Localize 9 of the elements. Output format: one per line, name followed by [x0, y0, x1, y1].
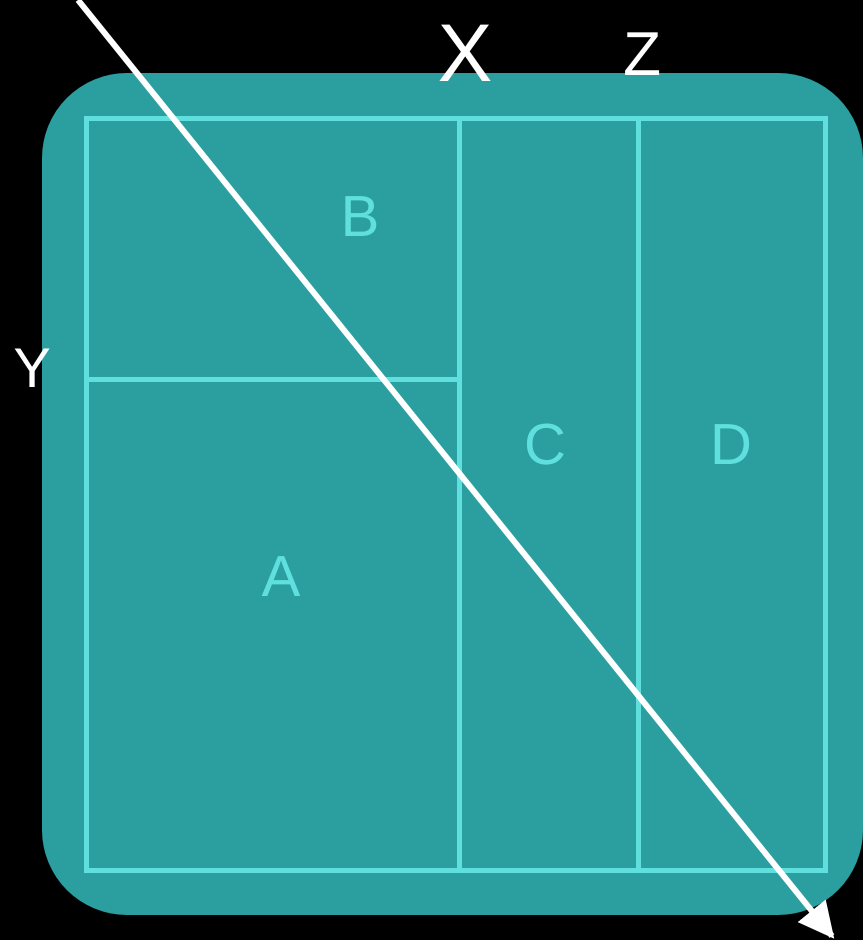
grid-cell: [84, 382, 462, 873]
axis-label: Z: [623, 24, 661, 86]
cell-label: A: [262, 548, 300, 606]
cell-label: B: [340, 188, 380, 246]
cell-label: D: [710, 416, 752, 474]
grid-cell: [462, 116, 641, 873]
grid-cell: [84, 116, 462, 382]
grid-cell: [641, 116, 828, 873]
cell-label: C: [524, 416, 566, 474]
